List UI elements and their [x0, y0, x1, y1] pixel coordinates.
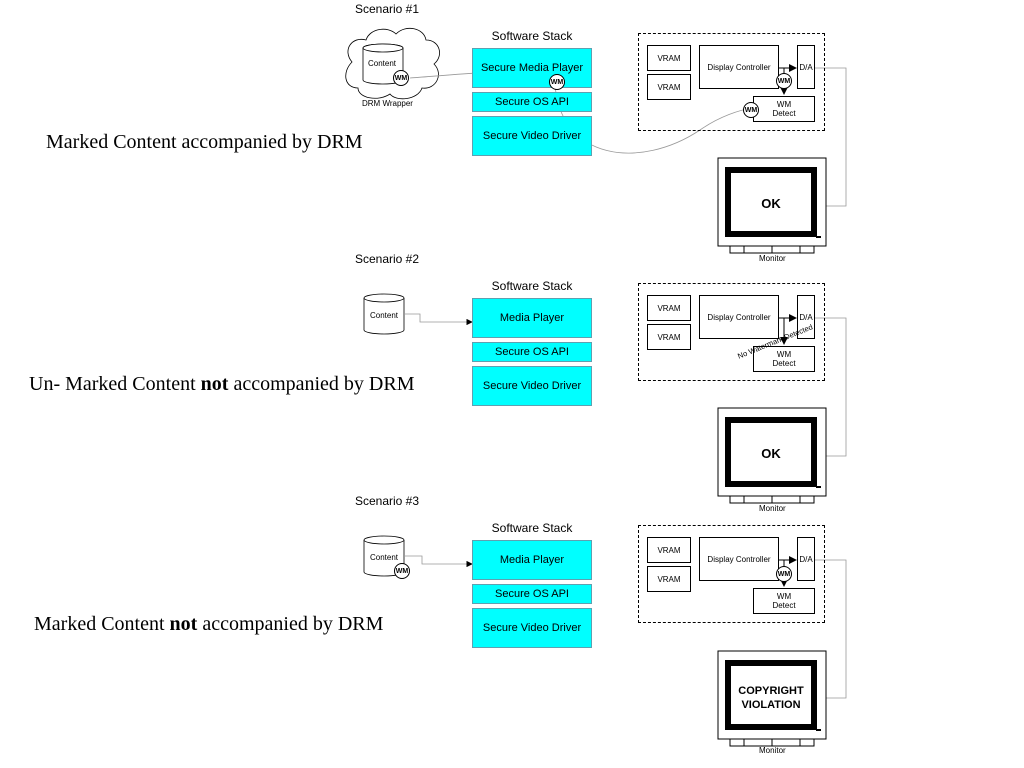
s2-stack-os-api: Secure OS API	[472, 342, 592, 362]
s2-stack-video-driver: Secure Video Driver	[472, 366, 592, 406]
s2-vram-1: VRAM	[647, 295, 691, 321]
s2-vram-2: VRAM	[647, 324, 691, 350]
s2-title: Scenario #2	[354, 252, 420, 266]
s3-da-converter: D/A	[797, 537, 815, 581]
s1-title: Scenario #1	[354, 2, 420, 16]
s3-screen-text: COPYRIGHT VIOLATION	[738, 685, 804, 711]
s2-caption: Un- Marked Content not accompanied by DR…	[29, 373, 415, 395]
s2-da-to-monitor	[815, 317, 847, 457]
s1-vram-2: VRAM	[647, 74, 691, 100]
s2-display-controller: Display Controller	[699, 295, 779, 339]
s1-da-wm-badge: WM	[776, 73, 792, 89]
s1-hardware-box	[638, 33, 825, 131]
s3-stack-media-player: Media Player	[472, 540, 592, 580]
s1-vram-1: VRAM	[647, 45, 691, 71]
s1-da-to-monitor	[815, 67, 847, 207]
s1-content-label: Content	[368, 59, 397, 68]
s3-content-wm-badge: WM	[394, 563, 410, 579]
s3-hardware-box	[638, 525, 825, 623]
s1-wm-detect: WM Detect	[753, 96, 815, 122]
s2-hw-arrows	[779, 314, 797, 345]
s2-hardware-box	[638, 283, 825, 381]
s1-stack-media-player: Secure Media Player	[472, 48, 592, 88]
s3-monitor-label: Monitor	[759, 746, 786, 755]
s3-content-connector	[405, 555, 473, 568]
s1-drm-wrapper-label: DRM Wrapper	[362, 99, 413, 108]
s3-da-wm-badge: WM	[776, 566, 792, 582]
s3-content-label: Content	[370, 553, 399, 562]
s1-monitor-label: Monitor	[759, 254, 786, 263]
s1-screen-text: OK	[761, 196, 781, 211]
s3-stack-os-api: Secure OS API	[472, 584, 592, 604]
s2-wm-detect: WM Detect	[753, 346, 815, 372]
s1-caption: Marked Content accompanied by DRM	[46, 131, 363, 153]
s3-caption: Marked Content not accompanied by DRM	[34, 613, 384, 635]
s1-content-wm-badge: WM	[393, 70, 409, 86]
s3-da-to-monitor	[815, 559, 847, 699]
s2-content-cylinder	[363, 293, 405, 335]
s2-stack-media-player: Media Player	[472, 298, 592, 338]
s1-display-controller: Display Controller	[699, 45, 779, 89]
s1-stack-title: Software Stack	[491, 29, 573, 43]
s1-da-converter: D/A	[797, 45, 815, 89]
s2-da-converter: D/A	[797, 295, 815, 339]
s3-display-controller: Display Controller	[699, 537, 779, 581]
s1-monitor	[717, 157, 827, 254]
s1-player-wm-badge: WM	[549, 74, 565, 90]
s3-vram-1: VRAM	[647, 537, 691, 563]
s2-screen-text: OK	[761, 446, 781, 461]
s3-stack-video-driver: Secure Video Driver	[472, 608, 592, 648]
s2-content-label: Content	[370, 311, 399, 320]
s1-stack-video-driver: Secure Video Driver	[472, 116, 592, 156]
s1-detect-wm-badge: WM	[743, 102, 759, 118]
s3-vram-2: VRAM	[647, 566, 691, 592]
s1-stack-os-api: Secure OS API	[472, 92, 592, 112]
s3-title: Scenario #3	[354, 494, 420, 508]
s2-monitor-label: Monitor	[759, 504, 786, 513]
s3-monitor	[717, 650, 827, 747]
s2-monitor	[717, 407, 827, 504]
s2-stack-title: Software Stack	[491, 279, 573, 293]
s2-content-connector	[405, 313, 473, 326]
s3-stack-title: Software Stack	[491, 521, 573, 535]
s3-wm-detect: WM Detect	[753, 588, 815, 614]
